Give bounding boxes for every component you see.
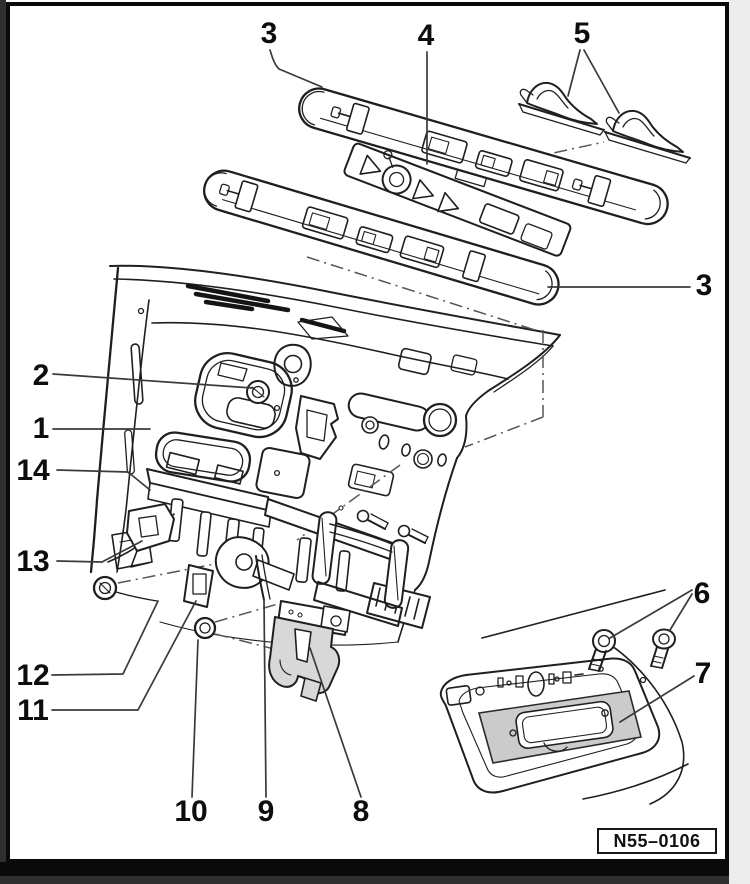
mounting-clip-1 <box>519 83 604 135</box>
screw-grommet-part12 <box>94 577 157 601</box>
callout-11: 11 <box>17 694 49 727</box>
clip-carrier-strip <box>343 138 574 258</box>
lock-rod <box>256 556 264 600</box>
callout-13: 13 <box>16 545 50 578</box>
scan-margin-right <box>729 0 750 884</box>
mounting-clip-2 <box>605 111 690 163</box>
callout-7: 7 <box>694 657 712 690</box>
tailgate-lock-part8 <box>269 601 350 701</box>
scan-margin-left <box>0 0 6 884</box>
figure-frame-bottom <box>0 862 729 876</box>
scan-margin-bottom <box>0 876 729 884</box>
upper-trim-strip <box>292 84 673 238</box>
callout-12: 12 <box>16 659 50 692</box>
center-lines <box>118 142 604 650</box>
lock-carrier-assembly <box>94 453 430 701</box>
lower-trim-strip <box>199 166 563 309</box>
callout-6: 6 <box>693 577 711 610</box>
callout-10: 10 <box>174 795 208 828</box>
leader-lines <box>52 50 694 797</box>
lock-knob <box>379 161 415 197</box>
rear-body-panel <box>91 266 560 645</box>
handle-cutout <box>190 348 298 443</box>
callout-4: 4 <box>417 19 435 52</box>
callout-9: 9 <box>257 795 275 828</box>
callout-5: 5 <box>573 17 591 50</box>
callout-3-lower-strip: 3 <box>695 269 713 302</box>
figure-reference-box: N55–0106 <box>597 828 717 854</box>
screws-part6 <box>589 630 675 672</box>
mounting-clips <box>519 83 690 163</box>
latch-bracket-part13 <box>127 504 174 567</box>
callout-1: 1 <box>32 412 50 445</box>
figure-reference: N55–0106 <box>613 830 701 851</box>
panel-screws <box>358 511 429 544</box>
bracket-part11 <box>184 565 213 607</box>
license-plate-recess-part7 <box>479 691 641 763</box>
grommet-part10 <box>195 618 215 638</box>
inset-trim-panel <box>441 590 688 804</box>
support-bracket-right <box>312 511 409 626</box>
switch-row <box>498 667 646 696</box>
callout-14: 14 <box>16 454 50 487</box>
callout-8: 8 <box>352 795 370 828</box>
callout-2: 2 <box>32 359 50 392</box>
callout-3-upper-strip: 3 <box>260 17 278 50</box>
fastener-hole-row <box>378 434 447 468</box>
